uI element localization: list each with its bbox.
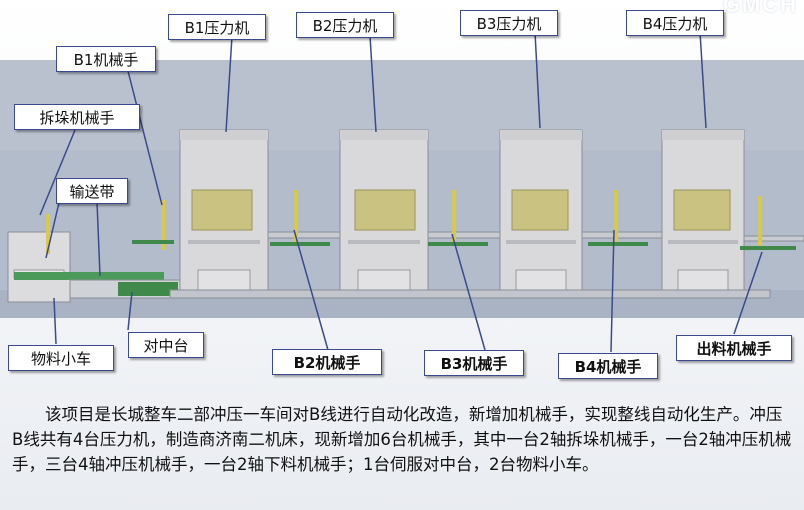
centering-table-figure xyxy=(118,282,178,296)
label-destacker-robot: 拆垛机械手 xyxy=(14,104,140,130)
label-conveyor: 输送带 xyxy=(56,178,128,204)
label-press-b2: B2压力机 xyxy=(296,12,394,38)
project-description: 该项目是长城整车二部冲压一车间对B线进行自动化改造，新增加机械手，实现整线自动化… xyxy=(12,405,792,474)
label-outfeed-robot: 出料机械手 xyxy=(676,335,792,361)
corner-logo: GMCH xyxy=(722,0,798,17)
label-press-b4: B4压力机 xyxy=(626,10,724,36)
press-b2 xyxy=(339,129,429,299)
label-press-b3: B3压力机 xyxy=(460,10,558,36)
label-robot-b2: B2机械手 xyxy=(272,349,382,375)
label-robot-b4: B4机械手 xyxy=(558,353,658,379)
label-robot-b3: B3机械手 xyxy=(424,350,524,376)
label-press-b1: B1压力机 xyxy=(168,14,266,40)
label-material-cart: 物料小车 xyxy=(8,345,114,371)
robot-b4-figure xyxy=(588,190,648,246)
outfeed-robot-figure xyxy=(740,196,796,250)
press-b3 xyxy=(499,129,583,299)
robot-b2-figure xyxy=(270,190,330,246)
press-b1 xyxy=(179,129,269,299)
label-robot-b1: B1机械手 xyxy=(56,46,156,72)
robot-b1-figure xyxy=(132,200,174,250)
label-centering-table: 对中台 xyxy=(128,332,204,358)
robot-b3-figure xyxy=(428,190,488,246)
press-b4 xyxy=(661,129,745,299)
